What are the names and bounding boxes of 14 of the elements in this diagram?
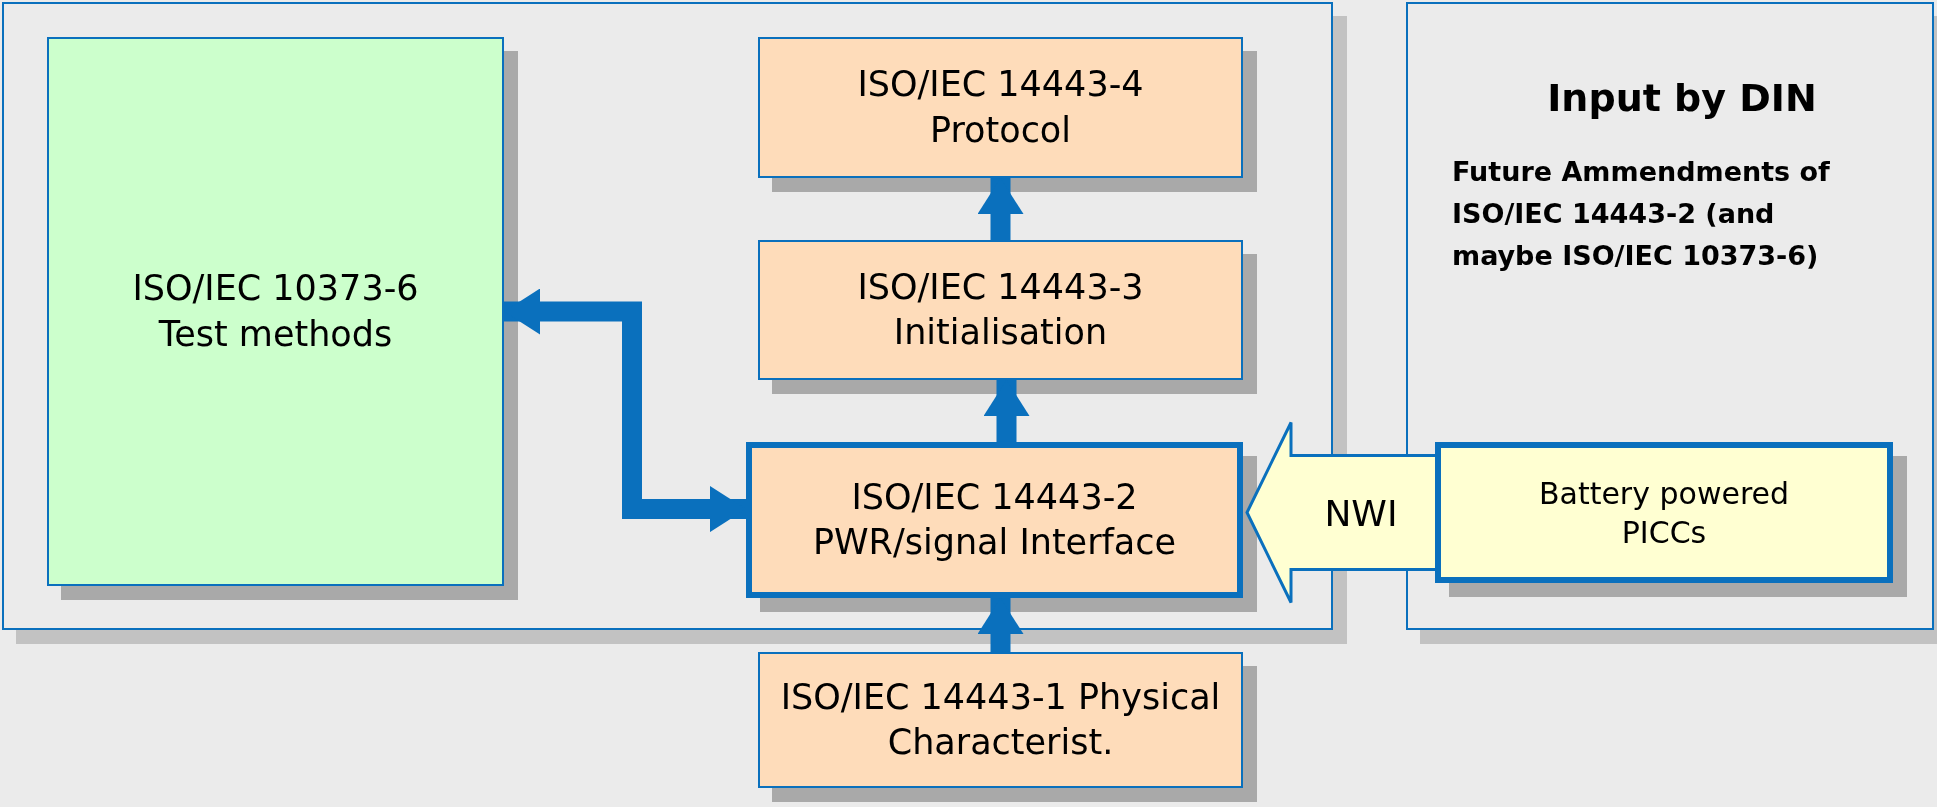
arrow xyxy=(983,380,1030,442)
edge-label: NWI xyxy=(1324,492,1398,533)
box-label: ISO/IEC 10373-6 Test methods xyxy=(131,267,420,356)
panel-text: Future Ammendments of ISO/IEC 14443-2 (and maybe ISO/IEC 10373-6) xyxy=(1452,155,1831,274)
box-label: ISO/IEC 14443-3 Initialisation xyxy=(856,265,1145,354)
box-label: ISO/IEC 14443-1 Physical Characterist. xyxy=(779,675,1222,764)
panel-heading: Input by DIN xyxy=(1547,75,1817,122)
block-arrow xyxy=(1245,421,1437,604)
arrow xyxy=(977,598,1024,652)
box-label: Battery powered PICCs xyxy=(1537,474,1791,552)
box-label: ISO/IEC 14443-2 PWR/signal Interface xyxy=(811,475,1178,564)
arrow xyxy=(504,288,746,533)
arrow xyxy=(977,178,1024,240)
box-label: ISO/IEC 14443-4 Protocol xyxy=(856,63,1145,152)
